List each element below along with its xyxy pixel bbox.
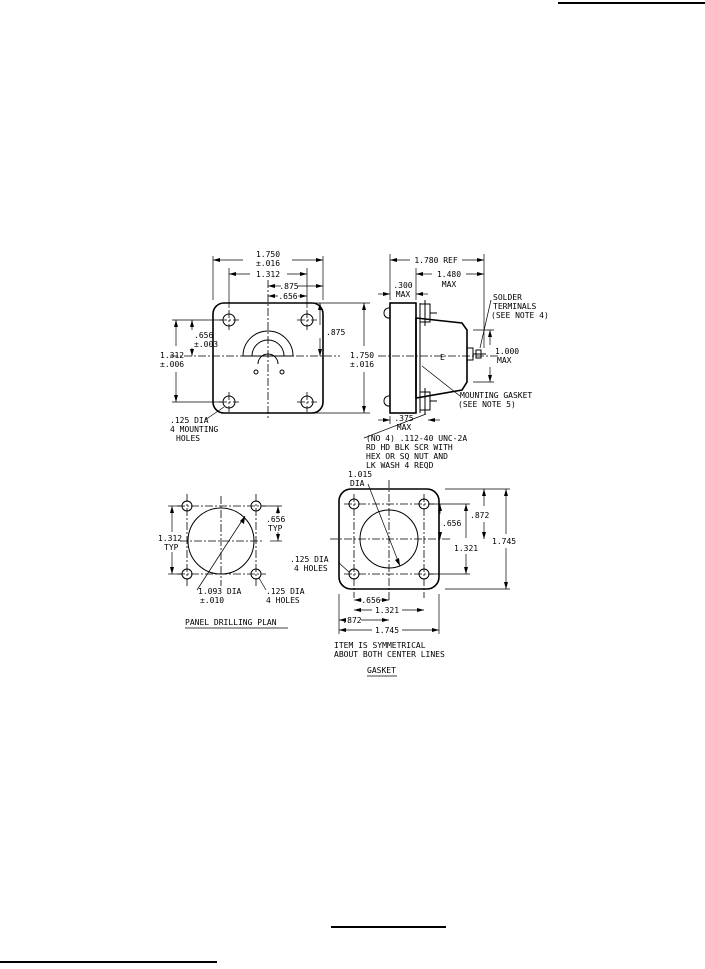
dim-overall-width-tol: ±.016 — [256, 259, 280, 268]
dim-body-max: 1.480 — [437, 270, 461, 279]
note-gasket-2: (SEE NOTE 5) — [458, 400, 516, 409]
dim-half-spacing-v: .875 — [326, 328, 345, 337]
side-flange — [389, 302, 417, 414]
panel-drilling-view: 1.312 TYP .656 TYP 1.093 DIA ±.010 .125 … — [158, 494, 305, 629]
note-solder-1: SOLDER — [493, 293, 522, 302]
pd-dim-spacing-unit: TYP — [164, 543, 179, 552]
gasket-view: 1.015 DIA .125 DIA 4 HOLES .656 .872 1.3… — [290, 470, 516, 677]
note-solder-3: (SEE NOTE 4) — [491, 311, 549, 320]
pd-dim-holes: .125 DIA — [266, 587, 305, 596]
gk-dim-offset-h: .656 — [361, 596, 380, 605]
dim-offset-v: .656 — [194, 331, 213, 340]
terminal-arc — [242, 330, 294, 357]
gk-dim-center-dia-unit: DIA — [350, 479, 365, 488]
gk-note-1: ITEM IS SYMMETRICAL — [334, 641, 426, 650]
dim-overall-height-tol: ±.016 — [350, 360, 374, 369]
dim-offset: .656 — [278, 292, 297, 301]
gk-dim-spacing-v: 1.321 — [454, 544, 478, 553]
gk-dim-offset-v: .656 — [442, 519, 461, 528]
dim-body-max-unit: MAX — [442, 280, 457, 289]
gk-note-2: ABOUT BOTH CENTER LINES — [334, 650, 445, 659]
note-screw-4: LK WASH 4 REQD — [366, 461, 434, 470]
pd-title: PANEL DRILLING PLAN — [185, 618, 277, 627]
dim-bottom-unit: MAX — [397, 423, 412, 432]
dim-overall-height: 1.750 — [350, 351, 374, 360]
gk-dim-center-dia: 1.015 — [348, 470, 372, 479]
dim-hole-spacing-v: 1.312 — [160, 351, 184, 360]
note-screw-2: RD HD BLK SCR WITH — [366, 443, 453, 452]
side-view: E 1.780 REF 1.480 MAX .300 MAX SOLDER TE… — [363, 254, 549, 470]
dim-offset-v-tol: ±.003 — [194, 340, 218, 349]
note-holes-1: .125 DIA — [170, 416, 209, 425]
gk-dim-half-v: .872 — [470, 511, 489, 520]
dim-hole-spacing-v-tol: ±.006 — [160, 360, 184, 369]
side-body — [415, 317, 468, 399]
centerline-mark: E — [440, 353, 445, 362]
dim-flange: .300 — [393, 281, 412, 290]
pd-dim-holes-count: 4 HOLES — [266, 596, 300, 605]
pd-dim-center-hole-tol: ±.010 — [200, 596, 224, 605]
note-holes-2: 4 MOUNTING — [170, 425, 218, 434]
note-holes-3: HOLES — [176, 434, 200, 443]
dim-ref: 1.780 REF — [414, 256, 458, 265]
gk-dim-half-h: .872 — [342, 616, 361, 625]
pd-dim-offset-unit: TYP — [268, 524, 283, 533]
dim-hole-spacing: 1.312 — [256, 270, 280, 279]
gk-dim-overall-v: 1.745 — [492, 537, 516, 546]
gk-dim-overall-h: 1.745 — [375, 626, 399, 635]
note-solder-2: TERMINALS — [493, 302, 537, 311]
dim-height: 1.000 — [495, 347, 519, 356]
top-view: 1.750 ±.016 1.312 .875 .656 .656 ±.003 1… — [160, 250, 374, 443]
pd-dim-spacing: 1.312 — [158, 534, 182, 543]
dim-half-spacing: .875 — [279, 282, 298, 291]
note-screw-3: HEX OR SQ NUT AND — [366, 452, 448, 461]
pd-dim-offset: .656 — [266, 515, 285, 524]
gk-dim-spacing-h: 1.321 — [375, 606, 399, 615]
dim-bottom: .375 — [394, 414, 413, 423]
dim-flange-unit: MAX — [396, 290, 411, 299]
note-screw-1: (NO 4) .112-40 UNC-2A — [366, 434, 467, 443]
dim-height-unit: MAX — [497, 356, 512, 365]
gk-title: GASKET — [367, 666, 396, 675]
pd-dim-center-hole: 1.093 DIA — [198, 587, 242, 596]
note-gasket-1: MOUNTING GASKET — [460, 391, 532, 400]
dim-overall-width: 1.750 — [256, 250, 280, 259]
gk-dim-holes: .125 DIA — [290, 555, 329, 564]
gk-dim-holes-count: 4 HOLES — [294, 564, 328, 573]
